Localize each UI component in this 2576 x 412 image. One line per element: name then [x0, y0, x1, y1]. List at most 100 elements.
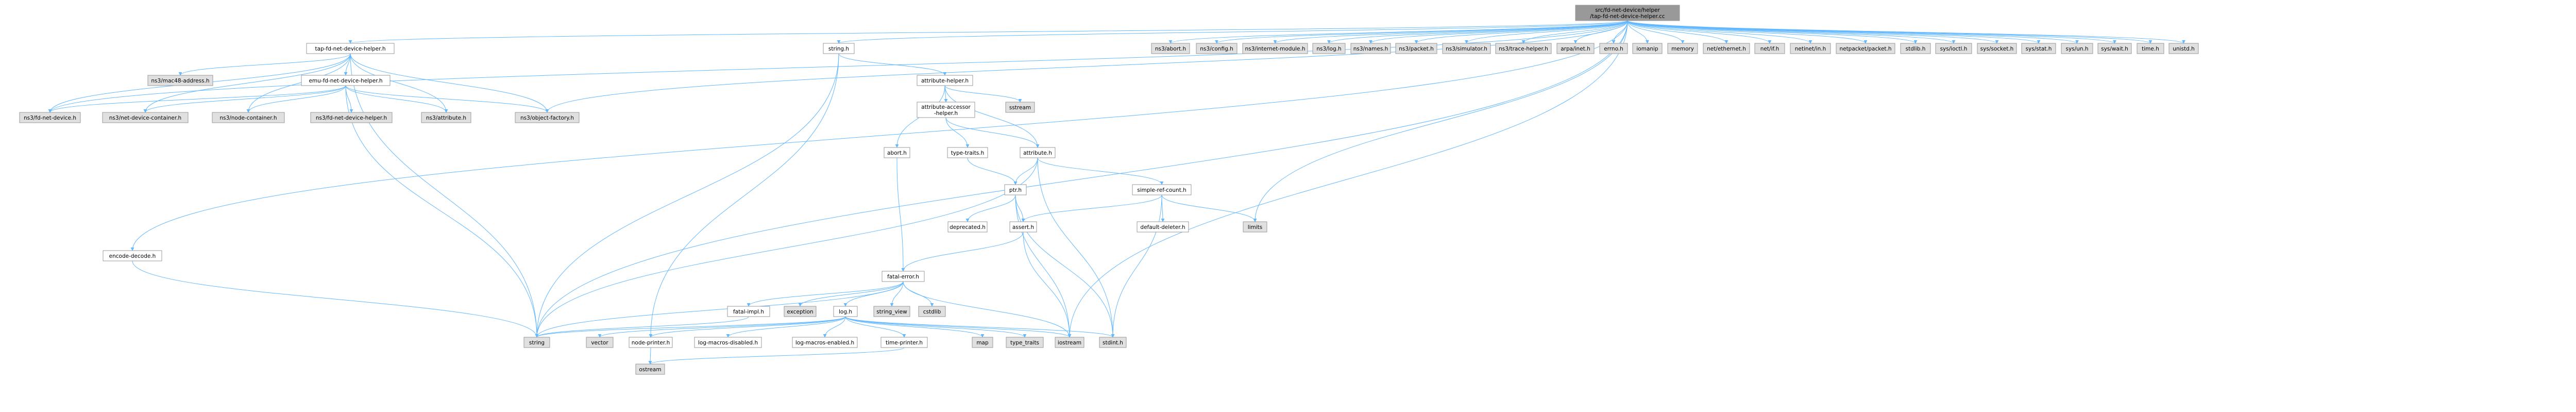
edge-root-to-netether	[1627, 20, 1726, 43]
node-label-netif: net/if.h	[1760, 46, 1780, 52]
node-netpacket: netpacket/packet.h	[1836, 43, 1895, 54]
node-emufd[interactable]: emu-fd-net-device-helper.h	[301, 75, 391, 86]
node-attribute_h[interactable]: attribute.h	[1020, 147, 1056, 158]
node-netether: net/ethernet.h	[1703, 43, 1750, 54]
node-type_traits: type_traits	[1006, 337, 1044, 348]
node-label-encode: encode-decode.h	[109, 253, 156, 259]
node-box-string_view	[873, 306, 910, 317]
node-label-ptr: ptr.h	[1009, 187, 1022, 193]
node-label-string_view: string_view	[876, 309, 907, 315]
node-fatalimpl[interactable]: fatal-impl.h	[727, 306, 770, 317]
edge-simplerc-to-stdint	[1113, 194, 1162, 337]
node-encode[interactable]: encode-decode.h	[103, 250, 162, 261]
header-nodes: src/fd-net-device/helper/tap-fd-net-devi…	[19, 5, 2199, 375]
node-label-limits: limits	[1248, 224, 1263, 230]
node-box-nsabort	[1151, 43, 1190, 54]
node-logdis[interactable]: log-macros-disabled.h	[694, 337, 762, 348]
node-box-assert	[1009, 221, 1037, 233]
edge-simplerc-to-assert	[1023, 194, 1162, 222]
node-label-nodecont: ns3/node-container.h	[219, 115, 277, 121]
node-vector: vector	[586, 337, 614, 348]
node-timeprinter[interactable]: time-printer.h	[880, 337, 928, 348]
node-box-nstrace	[1495, 43, 1552, 54]
edge-logh-to-logen	[825, 316, 846, 337]
edge-fatalerror-to-fatalimpl	[749, 281, 904, 306]
node-box-iostream	[1055, 337, 1084, 348]
edge-tapfd-to-nodecont	[248, 53, 351, 112]
node-box-nodeprinter	[629, 337, 673, 348]
node-label-socket: sys/socket.h	[1980, 46, 2014, 52]
node-label-fatalerror: fatal-error.h	[887, 274, 919, 280]
node-box-netether	[1703, 43, 1750, 54]
edge-simplerc-to-limits	[1161, 194, 1255, 222]
node-label-netpacket: netpacket/packet.h	[1839, 46, 1891, 52]
node-label-ioctl: sys/ioctl.h	[1940, 46, 1968, 52]
node-ptr[interactable]: ptr.h	[1004, 184, 1027, 195]
node-cstdlib: cstdlib	[918, 306, 946, 317]
edge-attribute_h-to-ptr	[1015, 157, 1038, 185]
edge-fatalerror-to-string	[537, 281, 904, 337]
node-box-attribute_h	[1020, 147, 1056, 158]
node-box-vector	[586, 337, 614, 348]
node-logen[interactable]: log-macros-enabled.h	[792, 337, 858, 348]
node-logh[interactable]: log.h	[833, 306, 858, 317]
node-box-wait	[2097, 43, 2132, 54]
node-box-stdlib	[1900, 43, 1931, 54]
node-simplerc[interactable]: simple-ref-count.h	[1132, 184, 1192, 195]
node-box-errno	[1599, 43, 1628, 54]
node-box-socket	[1977, 43, 2017, 54]
node-label-time: time.h	[2142, 46, 2159, 52]
node-box-cstdlib	[918, 306, 946, 317]
edge-logh-to-iostream	[845, 316, 1070, 337]
edge-attribute_h-to-simplerc	[1037, 157, 1162, 185]
edge-fatalerror-to-string_view	[892, 281, 904, 306]
node-string_h[interactable]: string.h	[823, 43, 855, 54]
node-attrhelper[interactable]: attribute-helper.h	[917, 75, 973, 86]
node-label-attraccess: -helper.h	[934, 110, 958, 117]
edge-string_h-to-string	[537, 53, 839, 337]
edge-logh-to-map	[845, 316, 982, 337]
edge-fatalimpl-to-string	[537, 316, 749, 337]
node-label-nssim: ns3/simulator.h	[1446, 46, 1487, 52]
node-abort[interactable]: abort.h	[884, 147, 910, 158]
node-typetraits_h[interactable]: type-traits.h	[947, 147, 988, 158]
node-label-netether: net/ethernet.h	[1707, 46, 1746, 52]
node-label-defdel: default-deleter.h	[1140, 224, 1185, 230]
node-nsnames: ns3/names.h	[1350, 43, 1391, 54]
edge-emufd-to-netdevcont	[145, 85, 346, 112]
node-box-ostream	[635, 364, 665, 375]
edge-root-to-iomanip	[1627, 20, 1648, 43]
edge-ptr-to-stdint	[1015, 194, 1113, 337]
node-box-string_h	[823, 43, 855, 54]
node-label-nsabort: ns3/abort.h	[1155, 46, 1186, 52]
node-defdel[interactable]: default-deleter.h	[1137, 221, 1189, 233]
node-box-abort	[884, 147, 910, 158]
node-deprecated[interactable]: deprecated.h	[947, 221, 988, 233]
node-label-nstrace: ns3/trace-helper.h	[1499, 46, 1548, 52]
node-label-stdlib: stdlib.h	[1906, 46, 1926, 52]
node-assert[interactable]: assert.h	[1009, 221, 1037, 233]
node-box-fatalimpl	[727, 306, 770, 317]
node-nodeprinter[interactable]: node-printer.h	[629, 337, 673, 348]
node-socket: sys/socket.h	[1977, 43, 2017, 54]
node-attraccess[interactable]: attribute-accessor-helper.h	[917, 102, 975, 118]
node-box-timeprinter	[880, 337, 928, 348]
edge-root-to-time	[1627, 20, 2150, 43]
node-label-simplerc: simple-ref-count.h	[1137, 187, 1187, 193]
node-time: time.h	[2137, 43, 2164, 54]
node-label-logdis: log-macros-disabled.h	[698, 340, 758, 346]
node-tapfd[interactable]: tap-fd-net-device-helper.h	[306, 43, 395, 54]
node-box-tapfd	[306, 43, 395, 54]
node-box-nsinternet	[1242, 43, 1308, 54]
edge-fatalerror-to-exception	[800, 281, 904, 306]
node-box-attrhelper	[917, 75, 973, 86]
node-label-root: /tap-fd-net-device-helper.cc	[1590, 13, 1665, 20]
node-label-stat: sys/stat.h	[2026, 46, 2052, 52]
node-fatalerror[interactable]: fatal-error.h	[882, 271, 925, 282]
node-box-nodecont	[212, 112, 285, 123]
edge-logh-to-stdint	[845, 316, 1113, 337]
edge-root-to-string_h	[839, 20, 1628, 43]
node-root[interactable]: src/fd-net-device/helper/tap-fd-net-devi…	[1575, 5, 1680, 21]
edge-root-to-objfactory	[547, 20, 1628, 112]
edge-root-to-nssim	[1467, 20, 1628, 43]
